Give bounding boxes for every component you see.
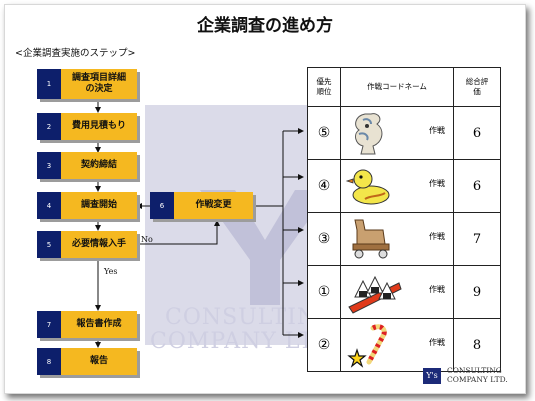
trojan-horse-icon: [352, 219, 390, 259]
step-4: 4 調査開始: [37, 192, 137, 219]
step-number: 4: [37, 192, 61, 219]
codename-cell: 作戦: [340, 212, 454, 266]
priority-cell: ③: [307, 212, 341, 266]
codename-text: 作戦: [429, 285, 445, 294]
step-1: 1 調査項目詳細の決定: [37, 69, 137, 99]
step-label: 報告: [61, 348, 137, 375]
step-label: 調査開始: [61, 192, 137, 219]
company-name-line-2: COMPANY LTD.: [447, 374, 508, 384]
table-row: ⑤ 作戦 6: [307, 106, 501, 160]
codename-cell: 作戦: [340, 159, 454, 213]
step-label: 作戦変更: [174, 192, 253, 219]
codename-text: 作戦: [429, 126, 445, 135]
company-name: CONSULTING COMPANY LTD.: [447, 366, 508, 384]
step-label: 費用見積もり: [61, 113, 137, 140]
step-number: 8: [37, 348, 61, 375]
step-6: 6 作戦変更: [150, 192, 253, 219]
company-name-line-1: CONSULTING: [447, 366, 502, 375]
header-score: 総合評価: [453, 67, 501, 107]
duck-icon: [345, 169, 390, 205]
table-row: ④ 作戦 6: [307, 159, 501, 213]
step-label: 契約締結: [61, 152, 137, 179]
step-number: 1: [37, 69, 61, 99]
table-row: ③ 作戦 7: [307, 212, 501, 266]
codename-cell: 作戦: [340, 265, 454, 319]
priority-cell: ⑤: [307, 106, 341, 160]
score-cell: 9: [453, 265, 501, 319]
step-label: 調査項目詳細の決定: [61, 69, 137, 99]
step-label: 必要情報入手: [61, 231, 137, 258]
flow-connectors: [95, 96, 304, 348]
page-subtitle: <企業調査実施のステップ>: [15, 48, 136, 59]
table-row: ① 作戦 9: [307, 265, 501, 319]
codename-cell: 作戦: [340, 318, 454, 372]
score-cell: 8: [453, 318, 501, 372]
header-codename: 作戦コードネーム: [340, 67, 454, 107]
step-2: 2 費用見積もり: [37, 113, 137, 140]
page-title: 企業調査の進め方: [197, 16, 333, 36]
step-number: 7: [37, 311, 61, 338]
codename-text: 作戦: [429, 232, 445, 241]
strategy-table: 優先順位 作戦コードネーム 総合評価 ⑤ 作戦 6 ④: [307, 67, 501, 372]
slide: CONSULTING COMPANY LTD. 企業調査の進め方 <企業調査実施…: [4, 4, 526, 394]
edge-label-yes: Yes: [104, 267, 118, 276]
step-number: 3: [37, 152, 61, 179]
header-priority: 優先順位: [307, 67, 341, 107]
ys-logo-mark: Y's: [423, 367, 441, 384]
step-8: 8 報告: [37, 348, 137, 375]
score-cell: 6: [453, 159, 501, 213]
priority-cell: ④: [307, 159, 341, 213]
step-5: 5 必要情報入手: [37, 231, 137, 258]
priority-cell: ②: [307, 318, 341, 372]
score-cell: 7: [453, 212, 501, 266]
codename-cell: 作戦: [340, 106, 454, 160]
score-cell: 6: [453, 106, 501, 160]
step-3: 3 契約締結: [37, 152, 137, 179]
priority-cell: ①: [307, 265, 341, 319]
step-number: 2: [37, 113, 61, 140]
codename-text: 作戦: [429, 179, 445, 188]
step-7: 7 報告書作成: [37, 311, 137, 338]
step-label: 報告書作成: [61, 311, 137, 338]
table-row: ② 作戦 8: [307, 318, 501, 372]
step-number: 6: [150, 192, 174, 219]
candy-cane-star-icon: [347, 324, 387, 368]
codename-text: 作戦: [429, 338, 445, 347]
edge-label-no: No: [141, 235, 153, 244]
company-logo: Y's CONSULTING COMPANY LTD.: [423, 366, 508, 384]
table-header-row: 優先順位 作戦コードネーム 総合評価: [307, 67, 501, 107]
dragon-icon: [355, 113, 383, 155]
step-number: 5: [37, 231, 61, 258]
rice-balls-icon: [348, 275, 402, 314]
watermark-line-1: CONSULTING: [165, 305, 336, 330]
